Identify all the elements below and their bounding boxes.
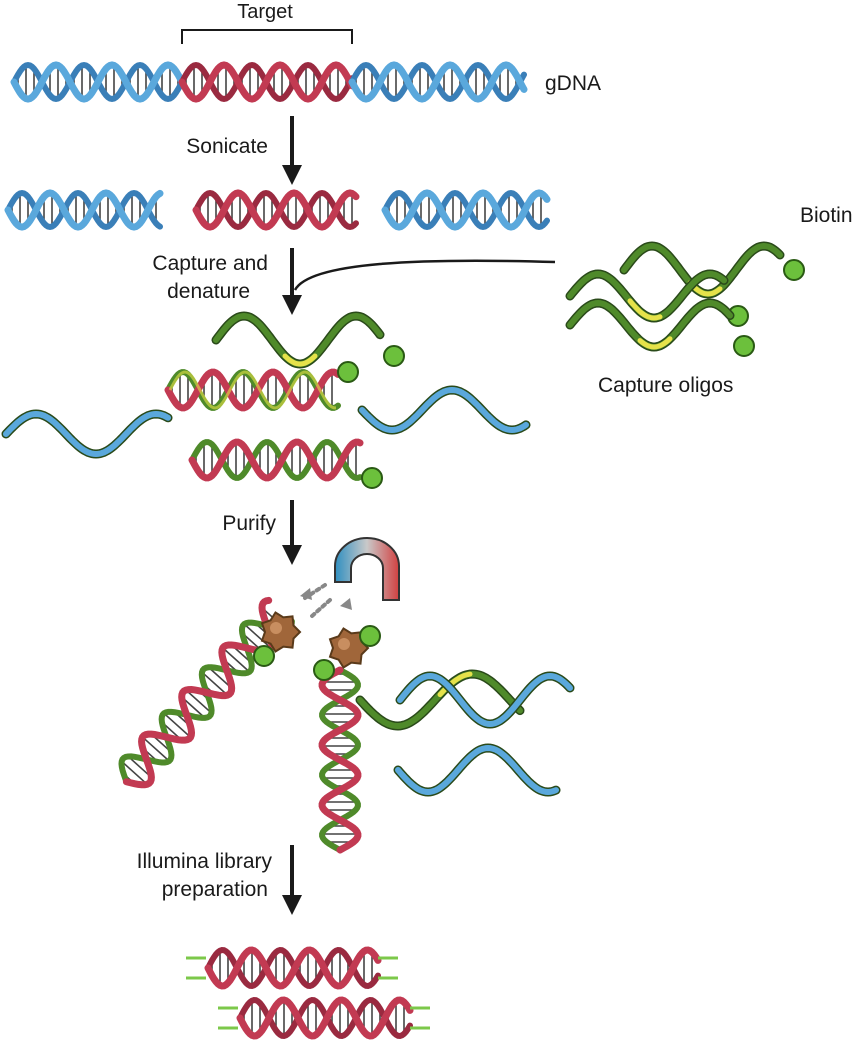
capture-oligos <box>565 241 805 357</box>
capture-oligos-label: Capture oligos <box>598 374 733 397</box>
hybridized-complexes <box>1 311 531 489</box>
biotin-dot-hyb-1 <box>337 361 359 383</box>
gdna-target-segment <box>178 61 356 103</box>
gdna-right-segment <box>348 61 528 103</box>
capture-oligo-1 <box>619 241 785 299</box>
capture-label-line2: denature <box>167 280 250 303</box>
biotin-dot-bead-3 <box>359 625 381 647</box>
magnetic-bead-1 <box>260 611 302 653</box>
fragment-target <box>192 189 360 231</box>
biotin-dot-bead-2 <box>313 659 335 681</box>
captured-helix-vertical-body <box>318 666 362 854</box>
illumina-label-line2: preparation <box>162 878 268 901</box>
biotin-dot-3 <box>733 335 755 357</box>
ss-blue-left <box>1 409 173 459</box>
captured-oligo-long <box>355 669 525 731</box>
biotin-label: Biotin <box>800 204 853 227</box>
illumina-library <box>186 946 430 1040</box>
library-fragment-1 <box>204 946 382 990</box>
bead-captured-dna <box>118 596 575 854</box>
ss-blue-lower <box>393 743 561 797</box>
sheared-fragments <box>4 189 551 231</box>
target-label: Target <box>237 1 293 23</box>
captured-helix-vertical <box>318 666 362 854</box>
ss-blue-upper <box>395 671 575 729</box>
sonicate-label: Sonicate <box>186 135 268 158</box>
capture-label-line1: Capture and <box>152 252 268 275</box>
biotin-dot-bead-1 <box>253 645 275 667</box>
fragment-left <box>4 189 164 231</box>
ss-blue-right <box>357 385 531 435</box>
purify-label: Purify <box>222 512 276 535</box>
capture-oligo-3 <box>565 298 735 352</box>
oligo-connector-line <box>293 259 556 291</box>
gdna-label: gDNA <box>545 72 601 95</box>
magnetic-bead-2 <box>328 627 370 669</box>
capture-oligo-2 <box>565 269 729 323</box>
free-oligo <box>211 311 385 369</box>
hybrid-complex-2 <box>188 438 364 482</box>
magnet-icon <box>300 537 400 618</box>
library-fragment-2 <box>236 996 414 1040</box>
gdna-left-segment <box>10 61 186 103</box>
target-bracket <box>181 29 353 44</box>
biotin-dot-hyb-2 <box>361 467 383 489</box>
biotin-dot-1 <box>783 259 805 281</box>
biotin-dot-free <box>383 345 405 367</box>
fragment-right <box>381 189 551 231</box>
gdna-helix <box>10 61 528 103</box>
illumina-label-line1: Illumina library <box>137 850 273 873</box>
